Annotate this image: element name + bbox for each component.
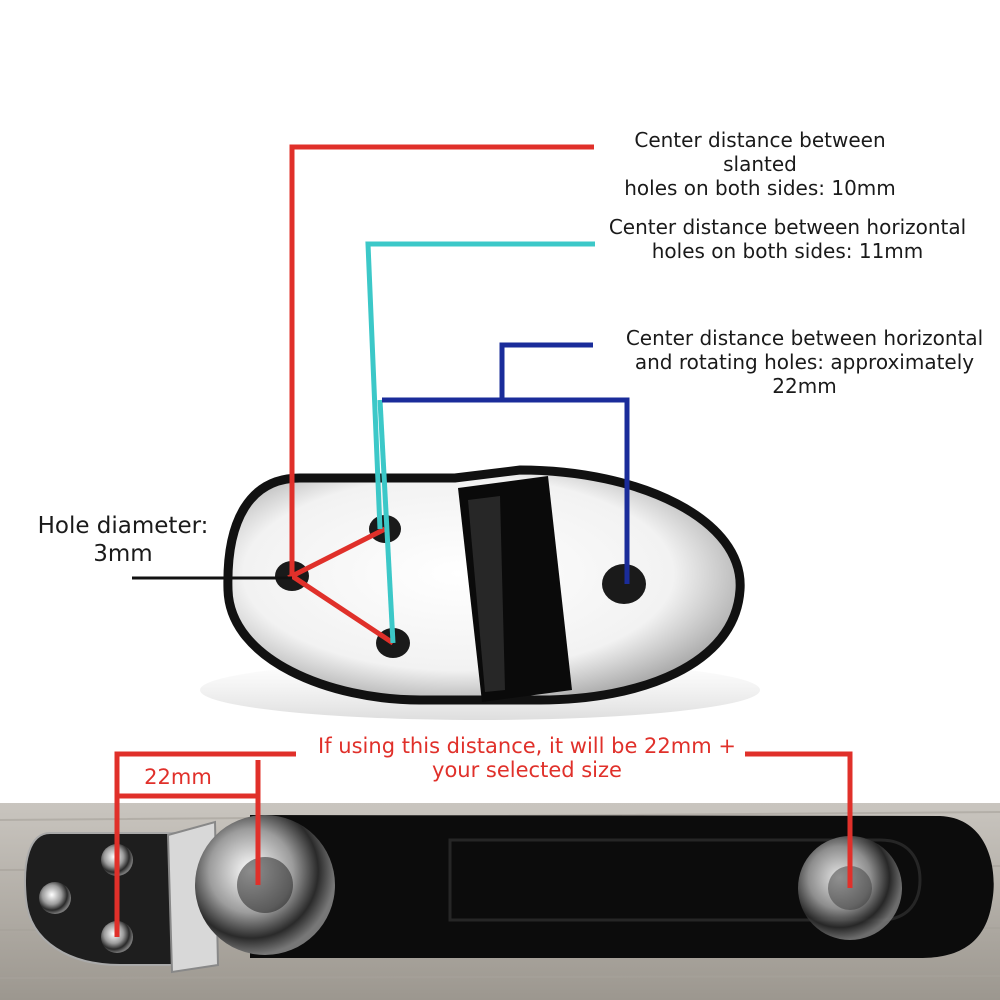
- red-bracket-22mm: [117, 760, 261, 885]
- strap-photo: [0, 803, 1000, 1000]
- red-leader-slanted: [287, 144, 594, 646]
- red-bracket-distance: [114, 751, 853, 937]
- leather-strap: [250, 815, 994, 958]
- label-rotating-holes-distance: Center distance between horizontal and r…: [625, 326, 984, 398]
- cyan-leader-horizontal: [365, 241, 595, 644]
- label-horizontal-holes-distance: Center distance between horizontal holes…: [608, 215, 967, 263]
- metal-plate: [200, 465, 760, 720]
- label-distance-note: If using this distance, it will be 22mm …: [318, 734, 736, 782]
- buckle-hole-left: [39, 882, 71, 914]
- label-slanted-holes-distance: Center distance between slanted holes on…: [624, 128, 896, 200]
- label-22mm: 22mm: [144, 765, 212, 789]
- plate-hole-rotating: [602, 564, 646, 604]
- blue-leader-rotating: [382, 342, 630, 584]
- label-hole-diameter: Hole diameter: 3mm: [37, 513, 209, 567]
- buckle-plate: [24, 832, 196, 966]
